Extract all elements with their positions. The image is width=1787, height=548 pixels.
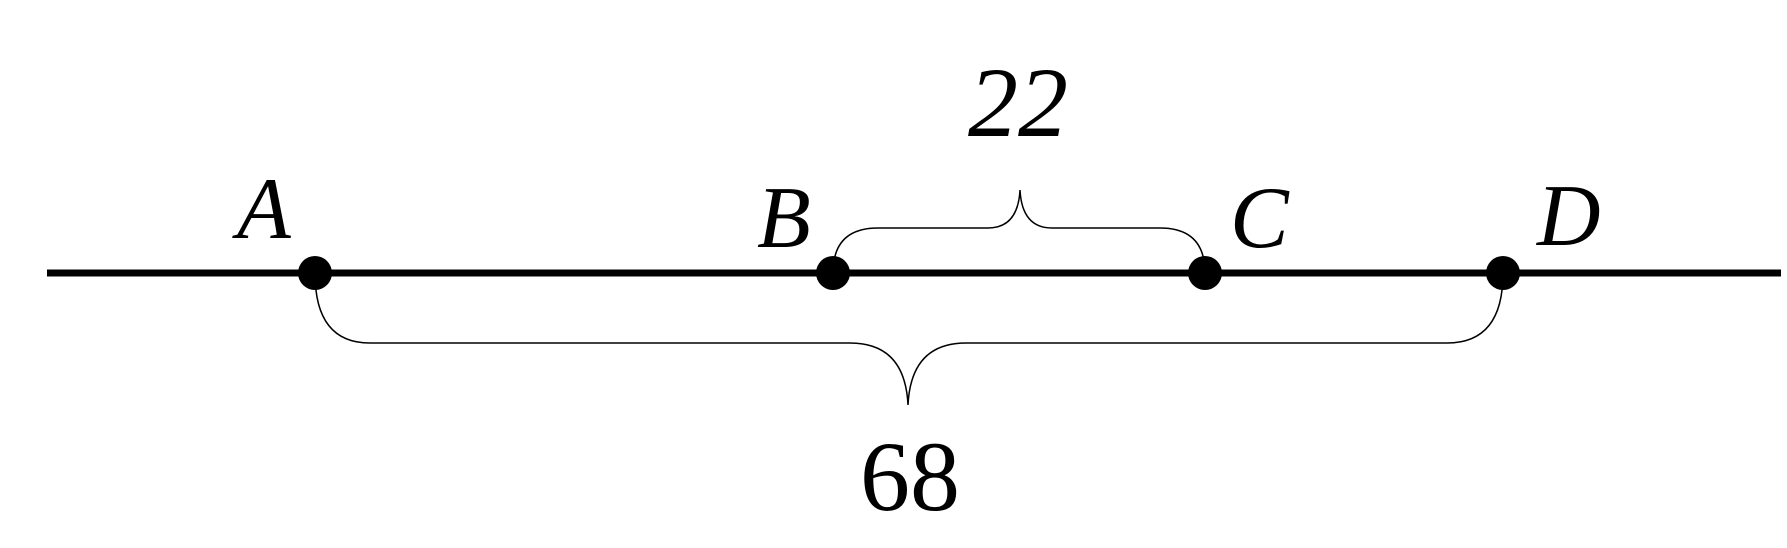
brace-bc	[832, 189, 1206, 274]
point-d-label: D	[1536, 168, 1601, 265]
bc-length-label: 22	[968, 47, 1068, 158]
ad-length-label: 68	[860, 421, 960, 532]
point-a-label: A	[232, 161, 292, 258]
point-a	[298, 256, 332, 290]
point-d	[1486, 256, 1520, 290]
point-b-label: B	[757, 170, 811, 267]
brace-ad	[314, 272, 1504, 406]
point-c	[1188, 256, 1222, 290]
point-c-label: C	[1230, 170, 1290, 267]
point-b	[816, 256, 850, 290]
